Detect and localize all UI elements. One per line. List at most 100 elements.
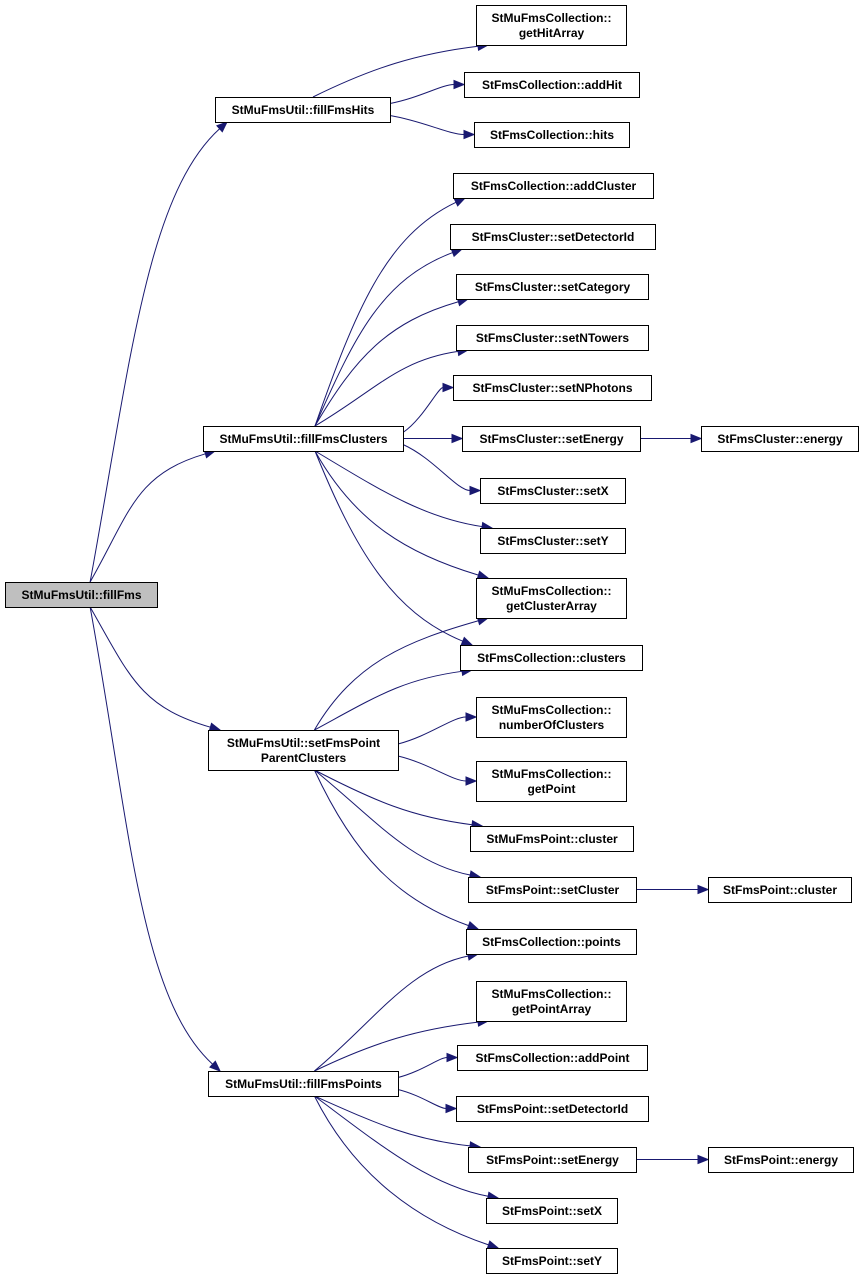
node-box [456,1096,649,1122]
node-box [208,730,399,771]
node-get-point-array[interactable]: StMuFmsCollection::getPointArray [476,981,627,1022]
node-label: StFmsPoint::setX [502,1204,602,1218]
node-box [486,1248,618,1274]
node-label: StMuFmsCollection:: [492,11,612,25]
edge-layer [89,41,710,1250]
node-clusters[interactable]: StFmsCollection::clusters [460,645,643,671]
node-box [470,826,634,852]
node-pt-set-x[interactable]: StFmsPoint::setX [486,1198,618,1224]
arrowhead-icon [469,485,482,496]
node-points[interactable]: StFmsCollection::points [466,929,637,955]
node-cl-set-y[interactable]: StFmsCluster::setY [480,528,626,554]
node-add-cluster[interactable]: StFmsCollection::addCluster [453,173,654,199]
node-cl-energy[interactable]: StFmsCluster::energy [701,426,859,452]
node-pt-set-cluster[interactable]: StFmsPoint::setCluster [468,877,637,903]
arrowhead-icon [690,433,703,444]
node-pt-cluster[interactable]: StFmsPoint::cluster [708,877,852,903]
node-fill-fms-clusters[interactable]: StMuFmsUtil::fillFmsClusters [203,426,404,452]
arrowhead-icon [697,884,710,895]
node-fill-fms-points[interactable]: StMuFmsUtil::fillFmsPoints [208,1071,399,1097]
node-cl-set-energy[interactable]: StFmsCluster::setEnergy [462,426,641,452]
node-label: StMuFmsPoint::cluster [486,832,618,846]
node-label: StMuFmsUtil::setFmsPoint [227,736,380,750]
node-box [464,72,640,98]
node-mupt-cluster[interactable]: StMuFmsPoint::cluster [470,826,634,852]
node-add-point[interactable]: StFmsCollection::addPoint [457,1045,648,1071]
node-cl-set-nphotons[interactable]: StFmsCluster::setNPhotons [453,375,652,401]
node-box [450,224,656,250]
node-pt-set-detector-id[interactable]: StFmsPoint::setDetectorId [456,1096,649,1122]
arrowhead-icon [463,129,476,140]
node-label: StFmsPoint::setEnergy [486,1153,619,1167]
node-label: StFmsCollection::hits [490,128,614,142]
node-label: StMuFmsCollection:: [492,767,612,781]
node-box [462,426,641,452]
node-pt-set-energy[interactable]: StFmsPoint::setEnergy [468,1147,637,1173]
arrowhead-icon [209,1060,221,1072]
node-box [215,97,391,123]
node-box [5,582,158,608]
edge-fill-fms-points-to-add-point [397,1057,448,1078]
node-label: StFmsCollection::addCluster [471,179,637,193]
node-cl-set-category[interactable]: StFmsCluster::setCategory [456,274,649,300]
edge-fill-fms-to-fill-fms-hits [89,128,220,583]
edge-set-fms-point-parent-clusters-to-mupt-cluster [314,769,473,826]
edge-fill-fms-points-to-pt-set-y [313,1095,489,1246]
arrowhead-icon [208,722,222,732]
node-label: StMuFmsCollection:: [492,584,612,598]
node-number-of-clusters[interactable]: StMuFmsCollection::numberOfClusters [476,697,627,738]
edge-fill-fms-points-to-pt-set-x [314,1095,489,1197]
node-add-hit[interactable]: StFmsCollection::addHit [464,72,640,98]
edge-set-fms-point-parent-clusters-to-get-cluster-array [313,620,479,731]
edge-fill-fms-points-to-pt-set-energy [314,1095,471,1147]
arrowhead-icon [445,1103,458,1114]
edge-set-fms-point-parent-clusters-to-points [313,769,469,927]
node-pt-set-y[interactable]: StFmsPoint::setY [486,1248,618,1274]
node-hits[interactable]: StFmsCollection::hits [474,122,630,148]
node-box [708,1147,854,1173]
edge-fill-fms-clusters-to-cl-set-nphotons [402,387,444,433]
node-label: numberOfClusters [499,718,605,732]
node-fill-fms[interactable]: StMuFmsUtil::fillFms [5,582,158,608]
node-label: StMuFmsUtil::fillFmsPoints [225,1077,382,1091]
node-box [476,981,627,1022]
node-label: StFmsCluster::setX [497,484,608,498]
node-label: StMuFmsUtil::fillFms [22,588,142,602]
node-label: getHitArray [519,26,585,40]
node-box [476,5,627,46]
node-label: StMuFmsCollection:: [492,987,612,1001]
arrowhead-icon [466,920,480,930]
node-box [708,877,852,903]
edge-fill-fms-clusters-to-cl-set-y [314,450,483,528]
node-box [468,1147,637,1173]
node-get-cluster-array[interactable]: StMuFmsCollection::getClusterArray [476,578,627,619]
node-box [476,578,627,619]
edge-fill-fms-hits-to-add-hit [389,84,455,104]
edge-fill-fms-clusters-to-cl-set-x [402,444,471,491]
node-get-point[interactable]: StMuFmsCollection::getPoint [476,761,627,802]
edge-fill-fms-points-to-get-point-array [314,1021,479,1072]
edge-set-fms-point-parent-clusters-to-number-of-clusters [397,716,467,745]
edge-fill-fms-hits-to-get-hit-array [312,45,479,98]
arrowhead-icon [216,121,228,133]
node-box [474,122,630,148]
node-box [468,877,637,903]
node-get-hit-array[interactable]: StMuFmsCollection::getHitArray [476,5,627,46]
node-box [208,1071,399,1097]
edge-fill-fms-hits-to-hits [389,115,465,135]
node-label: StFmsCluster::setCategory [475,280,631,294]
node-cl-set-ntowers[interactable]: StFmsCluster::setNTowers [456,325,649,351]
arrowhead-icon [465,776,478,786]
node-cl-set-x[interactable]: StFmsCluster::setX [480,478,626,504]
node-label: StFmsCluster::setNTowers [476,331,629,345]
node-box [466,929,637,955]
node-label: StFmsCluster::setNPhotons [472,381,632,395]
node-cl-set-detector-id[interactable]: StFmsCluster::setDetectorId [450,224,656,250]
node-fill-fms-hits[interactable]: StMuFmsUtil::fillFmsHits [215,97,391,123]
node-box [480,478,626,504]
node-pt-energy[interactable]: StFmsPoint::energy [708,1147,854,1173]
node-box [456,325,649,351]
arrowhead-icon [697,1154,710,1165]
